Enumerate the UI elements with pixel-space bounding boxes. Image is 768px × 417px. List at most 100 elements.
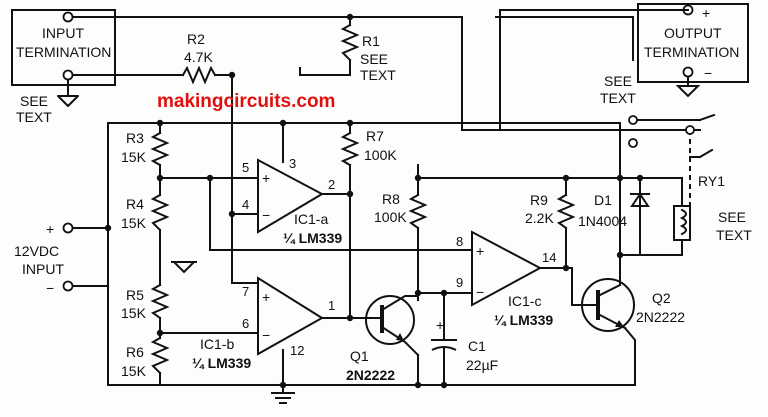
ic1b-plus-sign: + xyxy=(262,289,270,305)
relay-ry1: RY1 SEE TEXT xyxy=(673,113,752,243)
power-minus: − xyxy=(46,280,54,296)
relay-contact-com xyxy=(685,125,695,135)
output-plus-wire xyxy=(499,9,689,131)
comparator-ic1-a: + − 5 4 2 3 IC1-a ¼ LM339 xyxy=(242,156,342,246)
output-minus-label: − xyxy=(704,65,712,81)
ic1a-name: IC1-a xyxy=(294,211,328,227)
power-voltage: 12VDC xyxy=(14,243,59,259)
input-terminal-bottom xyxy=(62,69,74,81)
ry1-see2: TEXT xyxy=(716,227,752,243)
comparator-ic1-b: + − 7 6 1 12 IC1-b ¼ LM339 xyxy=(192,276,335,371)
c1-polarity: + xyxy=(436,317,444,333)
ry1-name: RY1 xyxy=(698,173,725,189)
resistor-r7: R7 100K xyxy=(340,128,397,167)
power-input-label: INPUT xyxy=(22,261,64,277)
ic1c-plus-sign: + xyxy=(476,243,484,259)
output-see-line1: SEE xyxy=(604,73,632,89)
ry1-see1: SEE xyxy=(718,209,746,225)
relay-contact-nc xyxy=(628,138,638,148)
input-see-line1: SEE xyxy=(20,93,48,109)
r4-name: R4 xyxy=(126,196,144,212)
d1-part: 1N4004 xyxy=(578,213,627,229)
ic1a-pin-out: 2 xyxy=(328,177,335,192)
resistor-r3: R3 15K xyxy=(121,130,170,167)
ic1b-part: ¼ LM339 xyxy=(192,355,251,371)
ic1c-part: ¼ LM339 xyxy=(494,312,553,328)
resistor-r4: R4 15K xyxy=(121,193,170,232)
output-termination-box: + OUTPUT TERMINATION − SEE TEXT xyxy=(600,3,749,106)
transistor-q2: Q2 2N2222 xyxy=(581,278,685,332)
input-termination-box: INPUT TERMINATION SEE TEXT xyxy=(11,9,116,125)
output-plus-label: + xyxy=(702,5,710,21)
watermark-text: makingcircuits.com xyxy=(157,91,335,112)
input-term-line2: TERMINATION xyxy=(16,44,111,60)
ic1a-plus-sign: + xyxy=(262,170,270,186)
r8-name: R8 xyxy=(382,191,400,207)
input-see-line2: TEXT xyxy=(16,109,52,125)
ic1c-pin-plus: 8 xyxy=(456,234,463,249)
power-plus: + xyxy=(46,221,54,237)
ic1c-name: IC1-c xyxy=(508,293,541,309)
r1-value1: SEE xyxy=(360,51,388,67)
ic1c-pin-minus: 9 xyxy=(456,275,463,290)
capacitor-c1: + C1 22µF xyxy=(431,317,498,373)
junction-dots xyxy=(104,13,644,389)
ic1a-pin-minus: 4 xyxy=(242,197,249,212)
ic1c-minus-sign: − xyxy=(476,284,484,300)
c1-value: 22µF xyxy=(466,357,498,373)
input-term-line1: INPUT xyxy=(42,25,84,41)
output-terminal-bottom xyxy=(682,66,694,78)
r8-value: 100K xyxy=(374,209,407,225)
resistor-r6: R6 15K xyxy=(121,336,170,379)
r6-value: 15K xyxy=(121,363,147,379)
comparator-ic1-c: + − 8 9 14 IC1-c ¼ LM339 xyxy=(456,230,556,328)
relay-contact-no xyxy=(628,115,638,125)
r9-name: R9 xyxy=(530,192,548,208)
r5-value: 15K xyxy=(121,305,147,321)
q1-name: Q1 xyxy=(350,348,369,364)
output-term-line2: TERMINATION xyxy=(644,44,739,60)
r1-name: R1 xyxy=(362,33,380,49)
ic1b-pin-out: 1 xyxy=(328,298,335,313)
q1-part: 2N2222 xyxy=(346,367,395,383)
q2-part: 2N2222 xyxy=(636,309,685,325)
ic1b-name: IC1-b xyxy=(200,336,234,352)
r7-value: 100K xyxy=(364,147,397,163)
r3-value: 15K xyxy=(121,149,147,165)
ground-symbol-mid xyxy=(171,261,197,274)
r5-name: R5 xyxy=(126,287,144,303)
ic1b-pin-plus: 7 xyxy=(242,284,249,299)
resistor-r2: R2 4.7K xyxy=(181,31,217,85)
q2-name: Q2 xyxy=(652,290,671,306)
r7-name: R7 xyxy=(366,128,384,144)
ic1b-minus-sign: − xyxy=(262,327,270,343)
r3-name: R3 xyxy=(126,130,144,146)
resistor-r1: R1 SEE TEXT xyxy=(340,23,396,83)
power-input: + 12VDC INPUT − xyxy=(14,221,109,296)
power-terminal-minus xyxy=(62,280,74,292)
ic1c-pin-out: 14 xyxy=(542,250,556,265)
r2-name: R2 xyxy=(187,31,205,47)
diode-d1: D1 1N4004 xyxy=(578,177,650,256)
output-term-line1: OUTPUT xyxy=(664,25,722,41)
r2-value: 4.7K xyxy=(184,49,213,65)
ic1a-pin-vcc: 3 xyxy=(289,156,296,171)
input-terminal-top xyxy=(62,11,74,23)
ic1a-minus-sign: − xyxy=(262,207,270,223)
resistor-r5: R5 15K xyxy=(121,283,170,321)
ic1a-pin-plus: 5 xyxy=(242,160,249,175)
c1-name: C1 xyxy=(468,338,486,354)
r4-value: 15K xyxy=(121,215,147,231)
ground-symbol-bottom xyxy=(271,392,295,404)
ic1b-pin-gnd: 12 xyxy=(290,343,304,358)
ic1a-part: ¼ LM339 xyxy=(283,230,342,246)
r6-name: R6 xyxy=(126,344,144,360)
output-see-line2: TEXT xyxy=(600,90,636,106)
transistor-q1: Q1 2N2222 xyxy=(346,295,420,383)
resistor-r8: R8 100K xyxy=(374,191,428,230)
power-terminal-plus xyxy=(62,222,74,234)
resistor-r9: R9 2.2K xyxy=(525,192,576,230)
r1-value2: TEXT xyxy=(360,67,396,83)
